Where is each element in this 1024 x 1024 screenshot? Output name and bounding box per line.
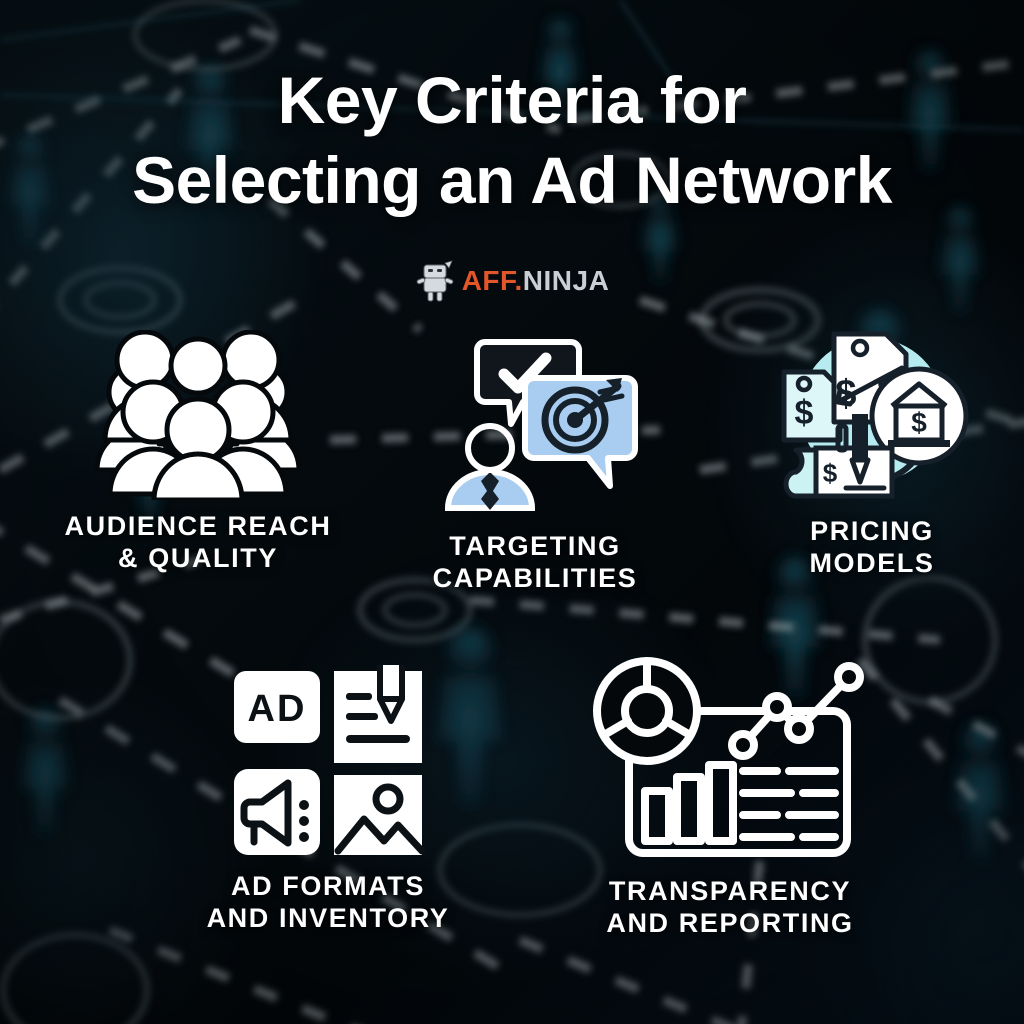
ad-tile-label: AD xyxy=(248,688,307,730)
brand-wordmark: AFF.NINJA xyxy=(462,267,610,295)
criterion-card-formats[interactable]: AD xyxy=(168,665,488,934)
label-line-2: MODELS xyxy=(809,548,935,578)
brand-name-primary: AFF xyxy=(461,265,515,296)
ninja-icon xyxy=(416,260,454,302)
criterion-card-audience[interactable]: AUDIENCE REACH & QUALITY xyxy=(28,330,368,574)
page-title-line-1: Key Criteria for xyxy=(277,63,747,137)
page-title-line-2: Selecting an Ad Network xyxy=(132,143,892,217)
ad-text-tile-icon: AD xyxy=(234,671,320,743)
icon-container: $ $ $ xyxy=(738,310,1006,505)
line-chart-nodes xyxy=(728,662,864,760)
label-line-1: TARGETING xyxy=(449,531,621,561)
group-of-people-icon xyxy=(94,330,302,500)
icon-container xyxy=(28,330,368,500)
svg-text:$: $ xyxy=(823,458,838,488)
icon-container: AD xyxy=(168,665,488,860)
page-title: Key Criteria for Selecting an Ad Network xyxy=(0,60,1024,220)
icon-container xyxy=(390,330,680,520)
document-with-pencil-icon xyxy=(334,665,422,763)
label-line-1: AD FORMATS xyxy=(231,871,425,901)
criterion-card-pricing[interactable]: $ $ $ xyxy=(738,310,1006,579)
brand-name-secondary: NINJA xyxy=(522,265,610,296)
label-line-1: AUDIENCE REACH xyxy=(64,511,332,541)
person-avatar-with-tie-icon xyxy=(444,423,536,511)
ad-formats-grid-icon: AD xyxy=(234,665,426,855)
svg-text:$: $ xyxy=(795,394,814,432)
brand-logo[interactable]: AFF.NINJA xyxy=(0,258,1024,304)
target-dartboard-speech-bubble-icon xyxy=(522,375,638,489)
label-line-2: AND INVENTORY xyxy=(206,903,450,933)
criterion-label-pricing: PRICING MODELS xyxy=(738,515,1006,579)
label-line-2: AND REPORTING xyxy=(606,908,854,938)
svg-text:$: $ xyxy=(911,407,927,438)
criterion-card-reporting[interactable]: TRANSPARENCY AND REPORTING xyxy=(560,655,900,939)
bank-building-dollar-icon: $ xyxy=(869,366,969,466)
person-with-target-speech-bubble-icon xyxy=(444,339,638,511)
criterion-label-reporting: TRANSPARENCY AND REPORTING xyxy=(560,875,900,939)
megaphone-icon xyxy=(234,769,320,855)
label-line-1: TRANSPARENCY xyxy=(608,876,852,906)
label-line-2: & QUALITY xyxy=(118,543,278,573)
brand-separator: . xyxy=(514,265,523,296)
icon-container xyxy=(560,655,900,865)
criterion-card-targeting[interactable]: TARGETING CAPABILITIES xyxy=(390,330,680,594)
criterion-label-formats: AD FORMATS AND INVENTORY xyxy=(168,870,488,934)
criterion-label-audience: AUDIENCE REACH & QUALITY xyxy=(28,510,368,574)
label-line-2: CAPABILITIES xyxy=(432,563,638,593)
cheque-with-pen-icon: $ xyxy=(783,414,895,499)
image-photo-icon xyxy=(334,775,426,855)
label-line-1: PRICING xyxy=(810,516,934,546)
criterion-label-targeting: TARGETING CAPABILITIES xyxy=(390,530,680,594)
price-tags-bank-check-icon: $ $ $ xyxy=(781,331,969,499)
analytics-dashboard-icon xyxy=(593,657,864,857)
